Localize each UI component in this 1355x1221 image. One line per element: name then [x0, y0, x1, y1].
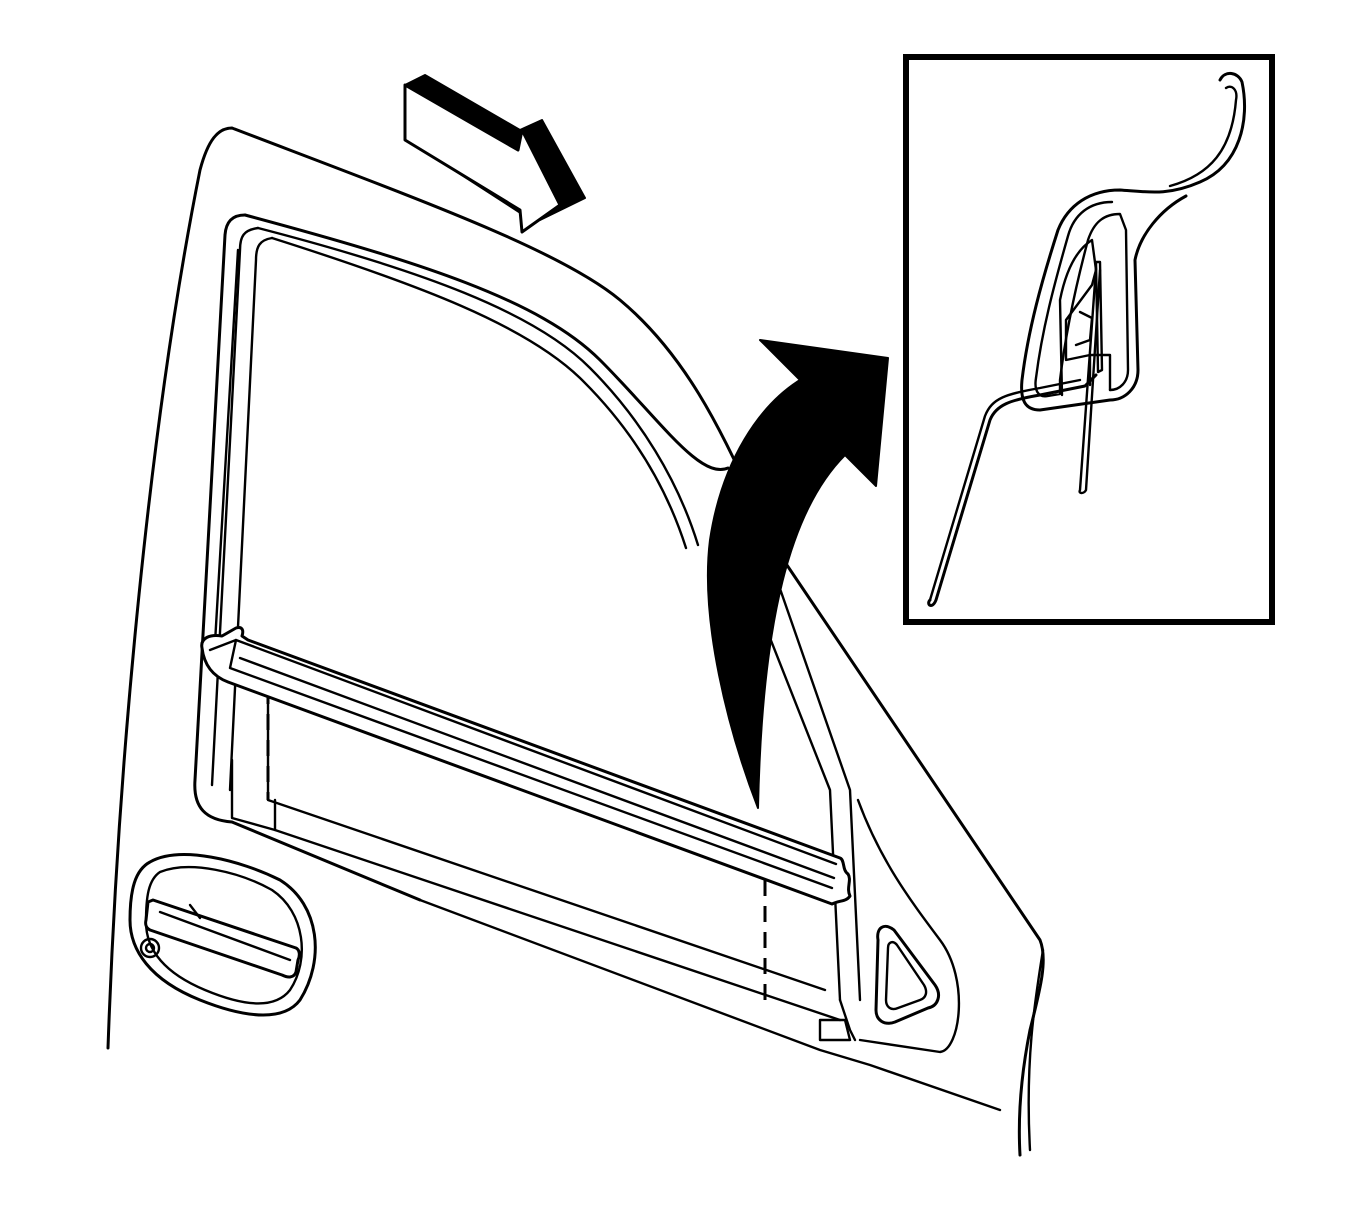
window-outer-belt-sealing-strip [200, 626, 852, 906]
door-outer-panel [106, 126, 1045, 1157]
direction-arrow [403, 74, 586, 234]
mirror-mount-cutout [874, 924, 940, 1025]
detail-inset-view [903, 54, 1275, 625]
door-handle [128, 853, 317, 1017]
dashed-guide-lines [266, 688, 767, 1000]
door-inner-lip [818, 798, 961, 1054]
callout-arrow [706, 339, 889, 809]
